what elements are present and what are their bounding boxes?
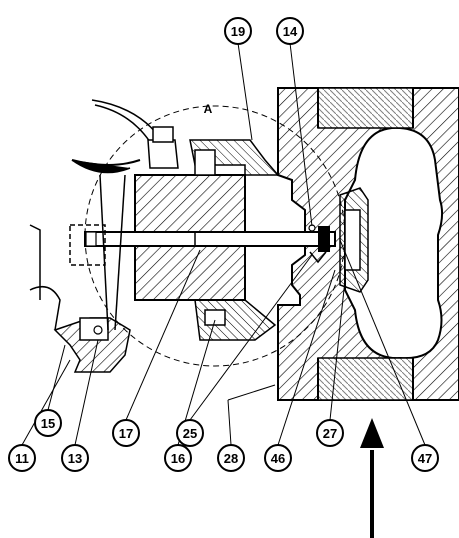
svg-text:15: 15: [41, 416, 55, 431]
svg-text:46: 46: [271, 451, 285, 466]
valve-body: [277, 87, 459, 401]
linkage: [29, 99, 179, 373]
callout-17: 17: [112, 419, 140, 447]
svg-text:47: 47: [418, 451, 432, 466]
svg-text:25: 25: [183, 426, 197, 441]
callout-25: 25: [176, 419, 204, 447]
svg-text:28: 28: [224, 451, 238, 466]
callout-19: 19: [224, 17, 252, 45]
seat-poppet: [339, 187, 369, 293]
callout-46: 46: [264, 444, 292, 472]
callout-15: 15: [34, 409, 62, 437]
callout-13: 13: [61, 444, 89, 472]
callout-28: 28: [217, 444, 245, 472]
svg-text:14: 14: [283, 24, 298, 39]
detail-circle-a: [84, 105, 346, 367]
section-label: A: [204, 102, 213, 116]
callout-27: 27: [316, 419, 344, 447]
svg-text:19: 19: [231, 24, 245, 39]
svg-text:27: 27: [323, 426, 337, 441]
callout-14: 14: [276, 17, 304, 45]
flow-arrow: [360, 418, 384, 538]
svg-text:13: 13: [68, 451, 82, 466]
callout-16: 16: [164, 444, 192, 472]
svg-text:16: 16: [171, 451, 185, 466]
callout-11: 11: [8, 444, 36, 472]
callout-47: 47: [411, 444, 439, 472]
svg-text:17: 17: [119, 426, 133, 441]
svg-text:11: 11: [15, 451, 29, 466]
